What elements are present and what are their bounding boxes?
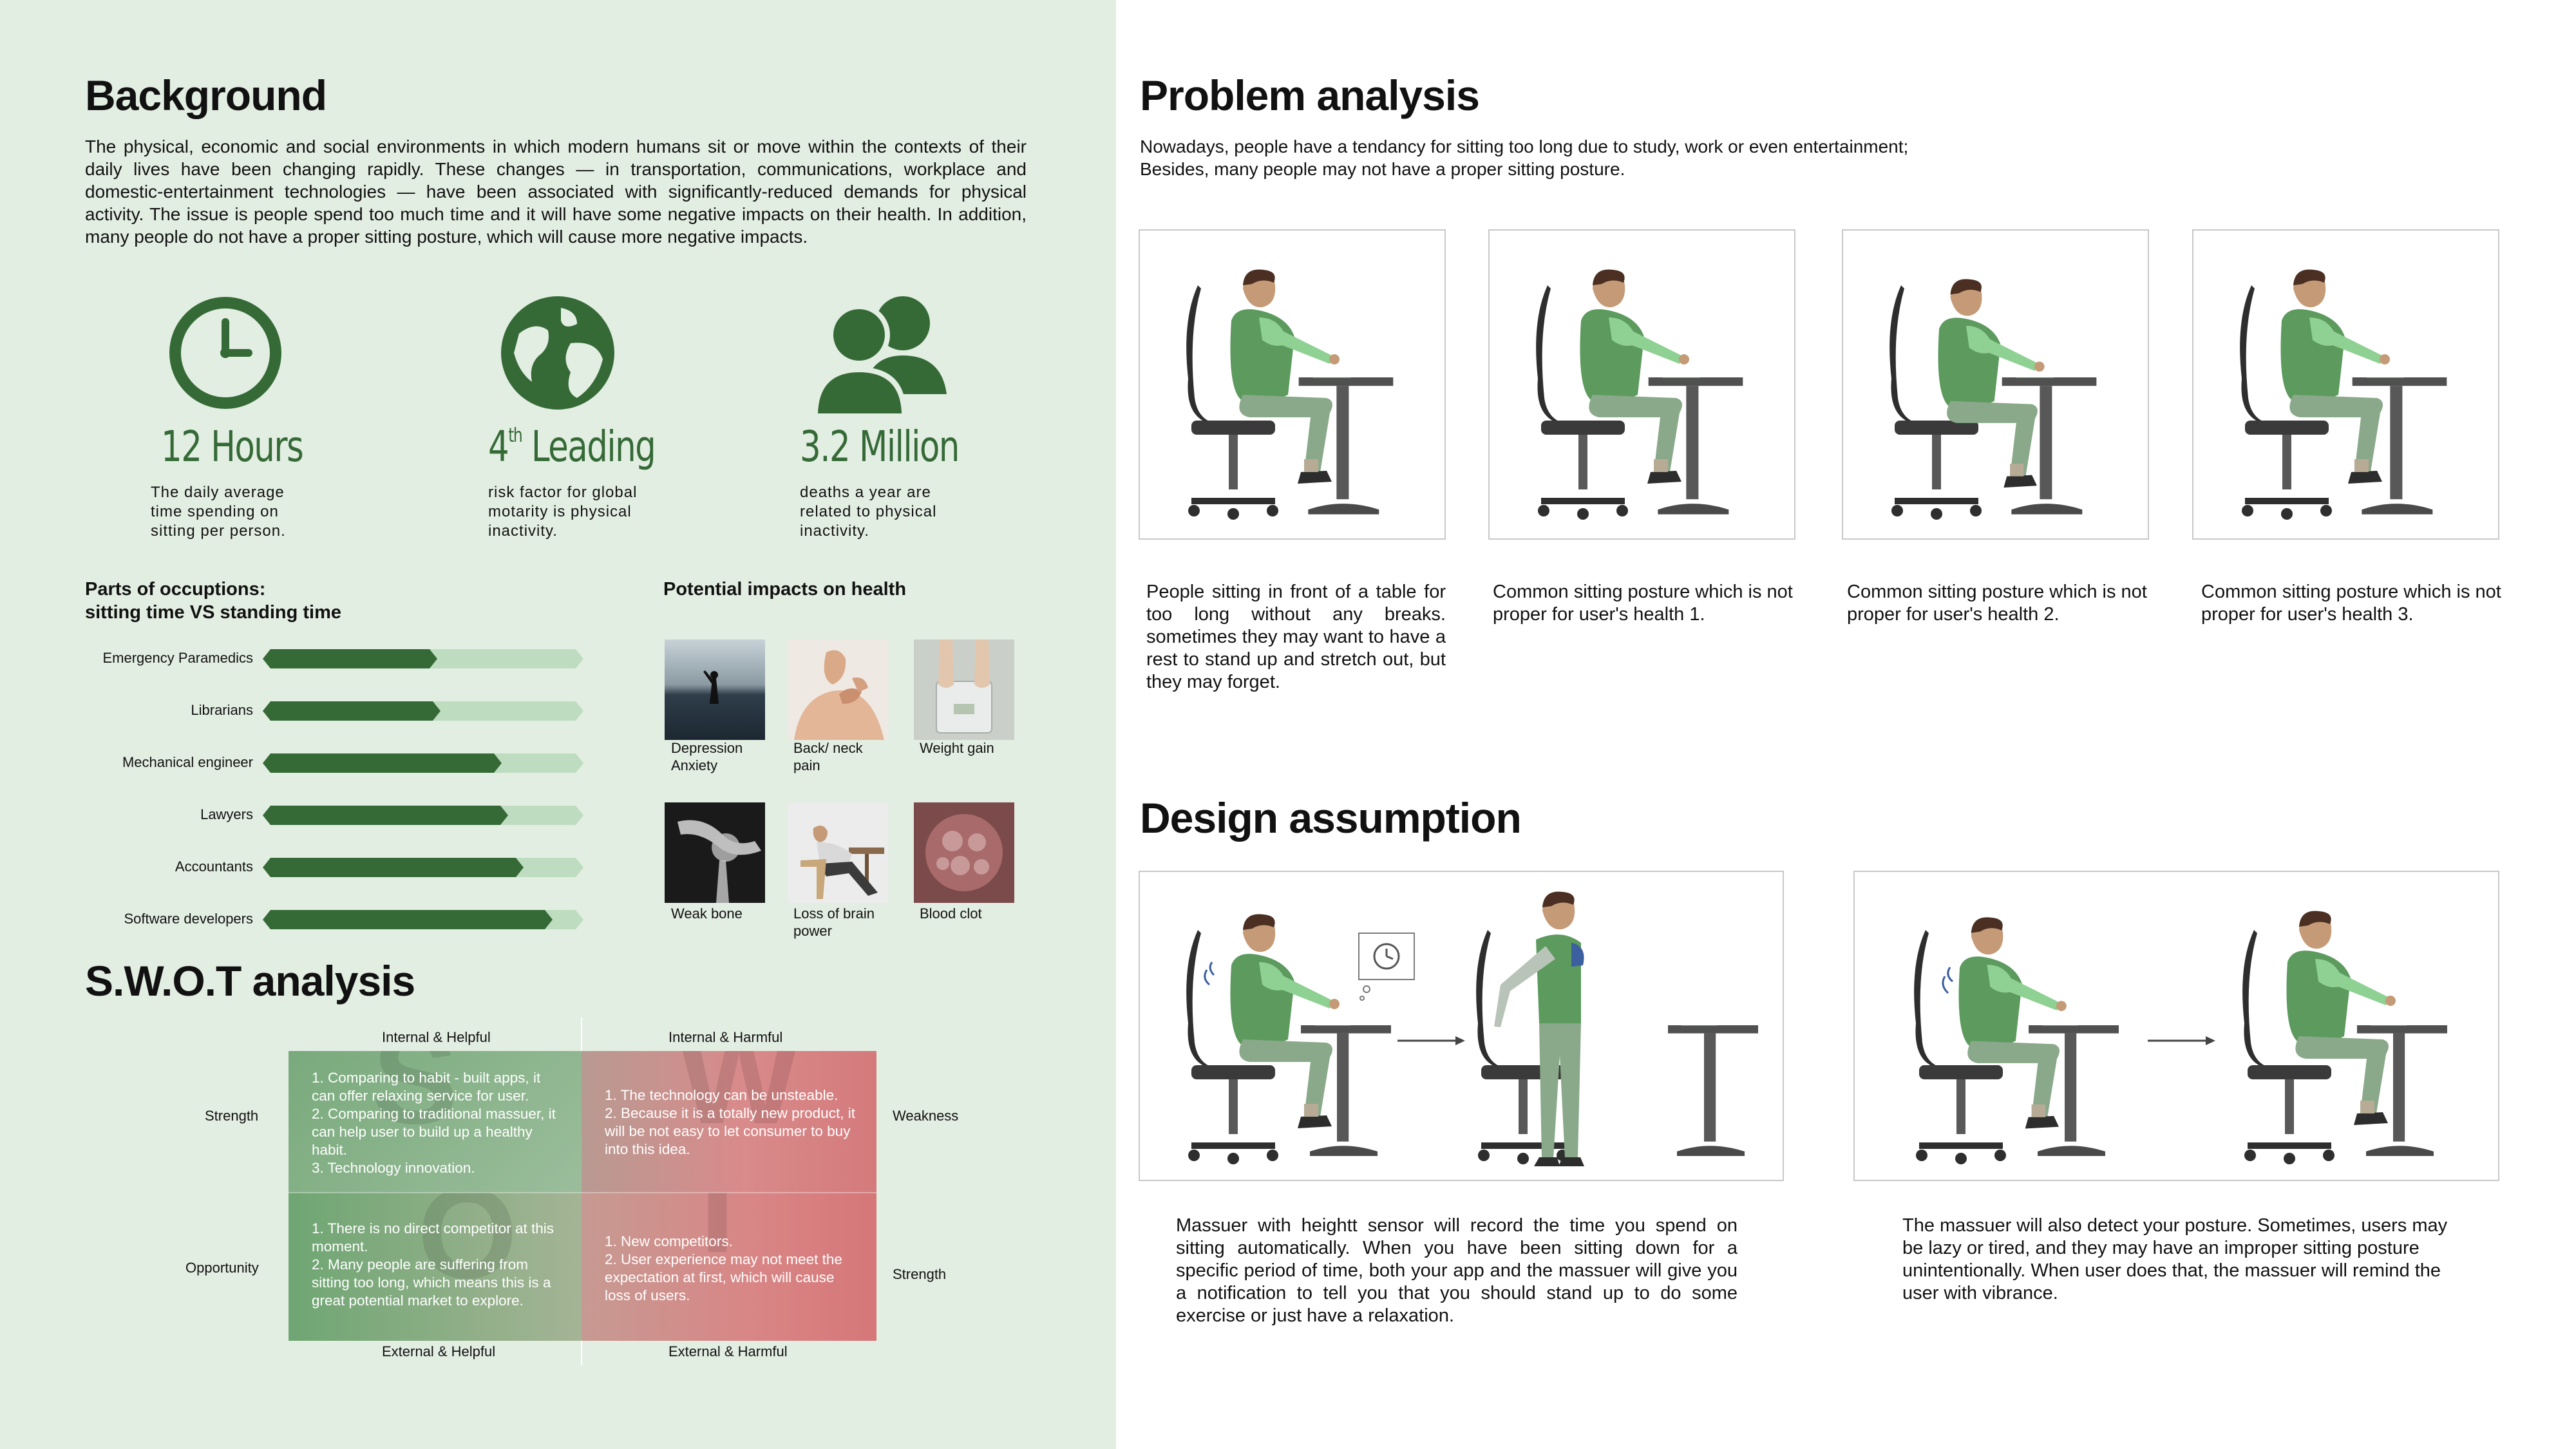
design-caption-1: Massuer with heightt sensor will record … xyxy=(1176,1215,1738,1326)
swot-right-bottom-label: Strength xyxy=(893,1266,947,1282)
swot-bottom-left-label: External & Helpful xyxy=(382,1343,496,1359)
stat-hours-desc: The daily average time spending on sitti… xyxy=(151,484,286,540)
depression-photo xyxy=(665,639,765,740)
design-caption-2: The massuer will also detect your postur… xyxy=(1902,1215,2448,1303)
swot-opportunity-cell: O 1. There is no direct competitor at th… xyxy=(289,1193,582,1341)
occupation-bar xyxy=(263,910,583,929)
swot-divider-horizontal xyxy=(289,1192,876,1193)
stat-deaths-desc: deaths a year are related to physical in… xyxy=(800,484,937,540)
impact-caption-weight: Weight gain xyxy=(920,740,994,756)
back-pain-photo xyxy=(788,639,888,740)
clock-icon xyxy=(169,297,281,409)
tired-photo xyxy=(788,802,888,903)
occupation-bar xyxy=(263,649,583,668)
occupation-label: Lawyers xyxy=(200,806,253,822)
design-figure-1 xyxy=(1139,871,1784,1181)
posture-caption-4: Common sitting posture which is not prop… xyxy=(2201,582,2501,625)
swot-top-right-label: Internal & Harmful xyxy=(668,1029,783,1045)
xray-photo xyxy=(665,802,765,903)
occupation-label: Emergency Paramedics xyxy=(102,650,253,666)
swot-right-top-label: Weakness xyxy=(893,1108,959,1124)
impact-caption-weak-bone: Weak bone xyxy=(671,905,743,922)
posture-caption-1: People sitting in front of a table for t… xyxy=(1146,582,1446,692)
occupation-bar xyxy=(263,701,583,721)
alarm-clock-icon xyxy=(1358,933,1415,1001)
occupation-bar xyxy=(263,753,583,773)
occupations-title: Parts of occuptions: sitting time VS sta… xyxy=(85,579,341,623)
sitting-segment xyxy=(263,701,440,721)
occupation-bar xyxy=(263,858,583,877)
problem-line-2: Besides, many people may not have a prop… xyxy=(1140,159,1625,179)
background-paragraph: The physical, economic and social enviro… xyxy=(85,137,1027,247)
scale-photo xyxy=(914,639,1014,740)
background-title: Background xyxy=(85,71,327,119)
blood-clot-photo xyxy=(914,802,1014,903)
posture-illustration-1 xyxy=(1186,269,1394,520)
sitting-segment xyxy=(263,806,508,825)
design-illustration-1 xyxy=(1186,891,1758,1166)
posture-caption-2: Common sitting posture which is not prop… xyxy=(1493,582,1793,625)
stat-hours-value: 12 Hours xyxy=(161,422,304,471)
sitting-segment xyxy=(263,910,553,929)
impact-caption-blood-clot: Blood clot xyxy=(920,905,982,922)
swot-left-top-label: Strength xyxy=(205,1108,259,1124)
swot-left-bottom-label: Opportunity xyxy=(185,1260,259,1276)
problem-title: Problem analysis xyxy=(1140,71,1480,119)
design-illustration-2 xyxy=(1914,911,2447,1164)
posture-illustration-4 xyxy=(2240,269,2447,520)
posture-illustration-2 xyxy=(1536,269,1743,520)
posture-figure-2 xyxy=(1488,229,1795,540)
occupation-label: Librarians xyxy=(191,702,253,718)
sitting-segment xyxy=(263,649,437,668)
swot-strength-cell: S 1. Comparing to habit - built apps, it… xyxy=(289,1051,582,1193)
stat-leading-desc: risk factor for global motarity is physi… xyxy=(488,484,638,540)
posture-illustration-3 xyxy=(1889,279,2097,520)
swot-top-left-label: Internal & Helpful xyxy=(382,1029,491,1045)
stat-deaths-value: 3.2 Million xyxy=(800,422,960,471)
posture-figure-4 xyxy=(2192,229,2499,540)
posture-caption-3: Common sitting posture which is not prop… xyxy=(1847,582,2147,625)
occupation-bar xyxy=(263,806,583,825)
impact-caption-depression: Depression Anxiety xyxy=(671,740,743,773)
posture-figure-3 xyxy=(1842,229,2149,540)
impacts-title: Potential impacts on health xyxy=(663,579,907,600)
posture-figure-1 xyxy=(1139,229,1446,540)
impact-caption-back-pain: Back/ neck pain xyxy=(793,740,863,773)
occupation-label: Accountants xyxy=(175,858,253,875)
stat-leading-value: 4th Leading xyxy=(488,422,656,471)
sitting-segment xyxy=(263,858,524,877)
impact-caption-brain: Loss of brain power xyxy=(793,905,875,939)
occupation-label: Mechanical engineer xyxy=(122,754,253,770)
people-icon xyxy=(813,296,947,413)
swot-title: S.W.O.T analysis xyxy=(85,957,415,1005)
sitting-segment xyxy=(263,753,502,773)
swot-weakness-cell: W 1. The technology can be unsteable. 2.… xyxy=(582,1051,876,1193)
globe-icon xyxy=(501,296,614,410)
swot-bottom-right-label: External & Harmful xyxy=(668,1343,788,1359)
design-title: Design assumption xyxy=(1140,794,1522,842)
occupation-label: Software developers xyxy=(124,911,253,927)
design-figure-2 xyxy=(1853,871,2499,1181)
swot-threat-cell: T 1. New competitors. 2. User experience… xyxy=(582,1193,876,1341)
problem-line-1: Nowadays, people have a tendancy for sit… xyxy=(1140,137,1909,156)
